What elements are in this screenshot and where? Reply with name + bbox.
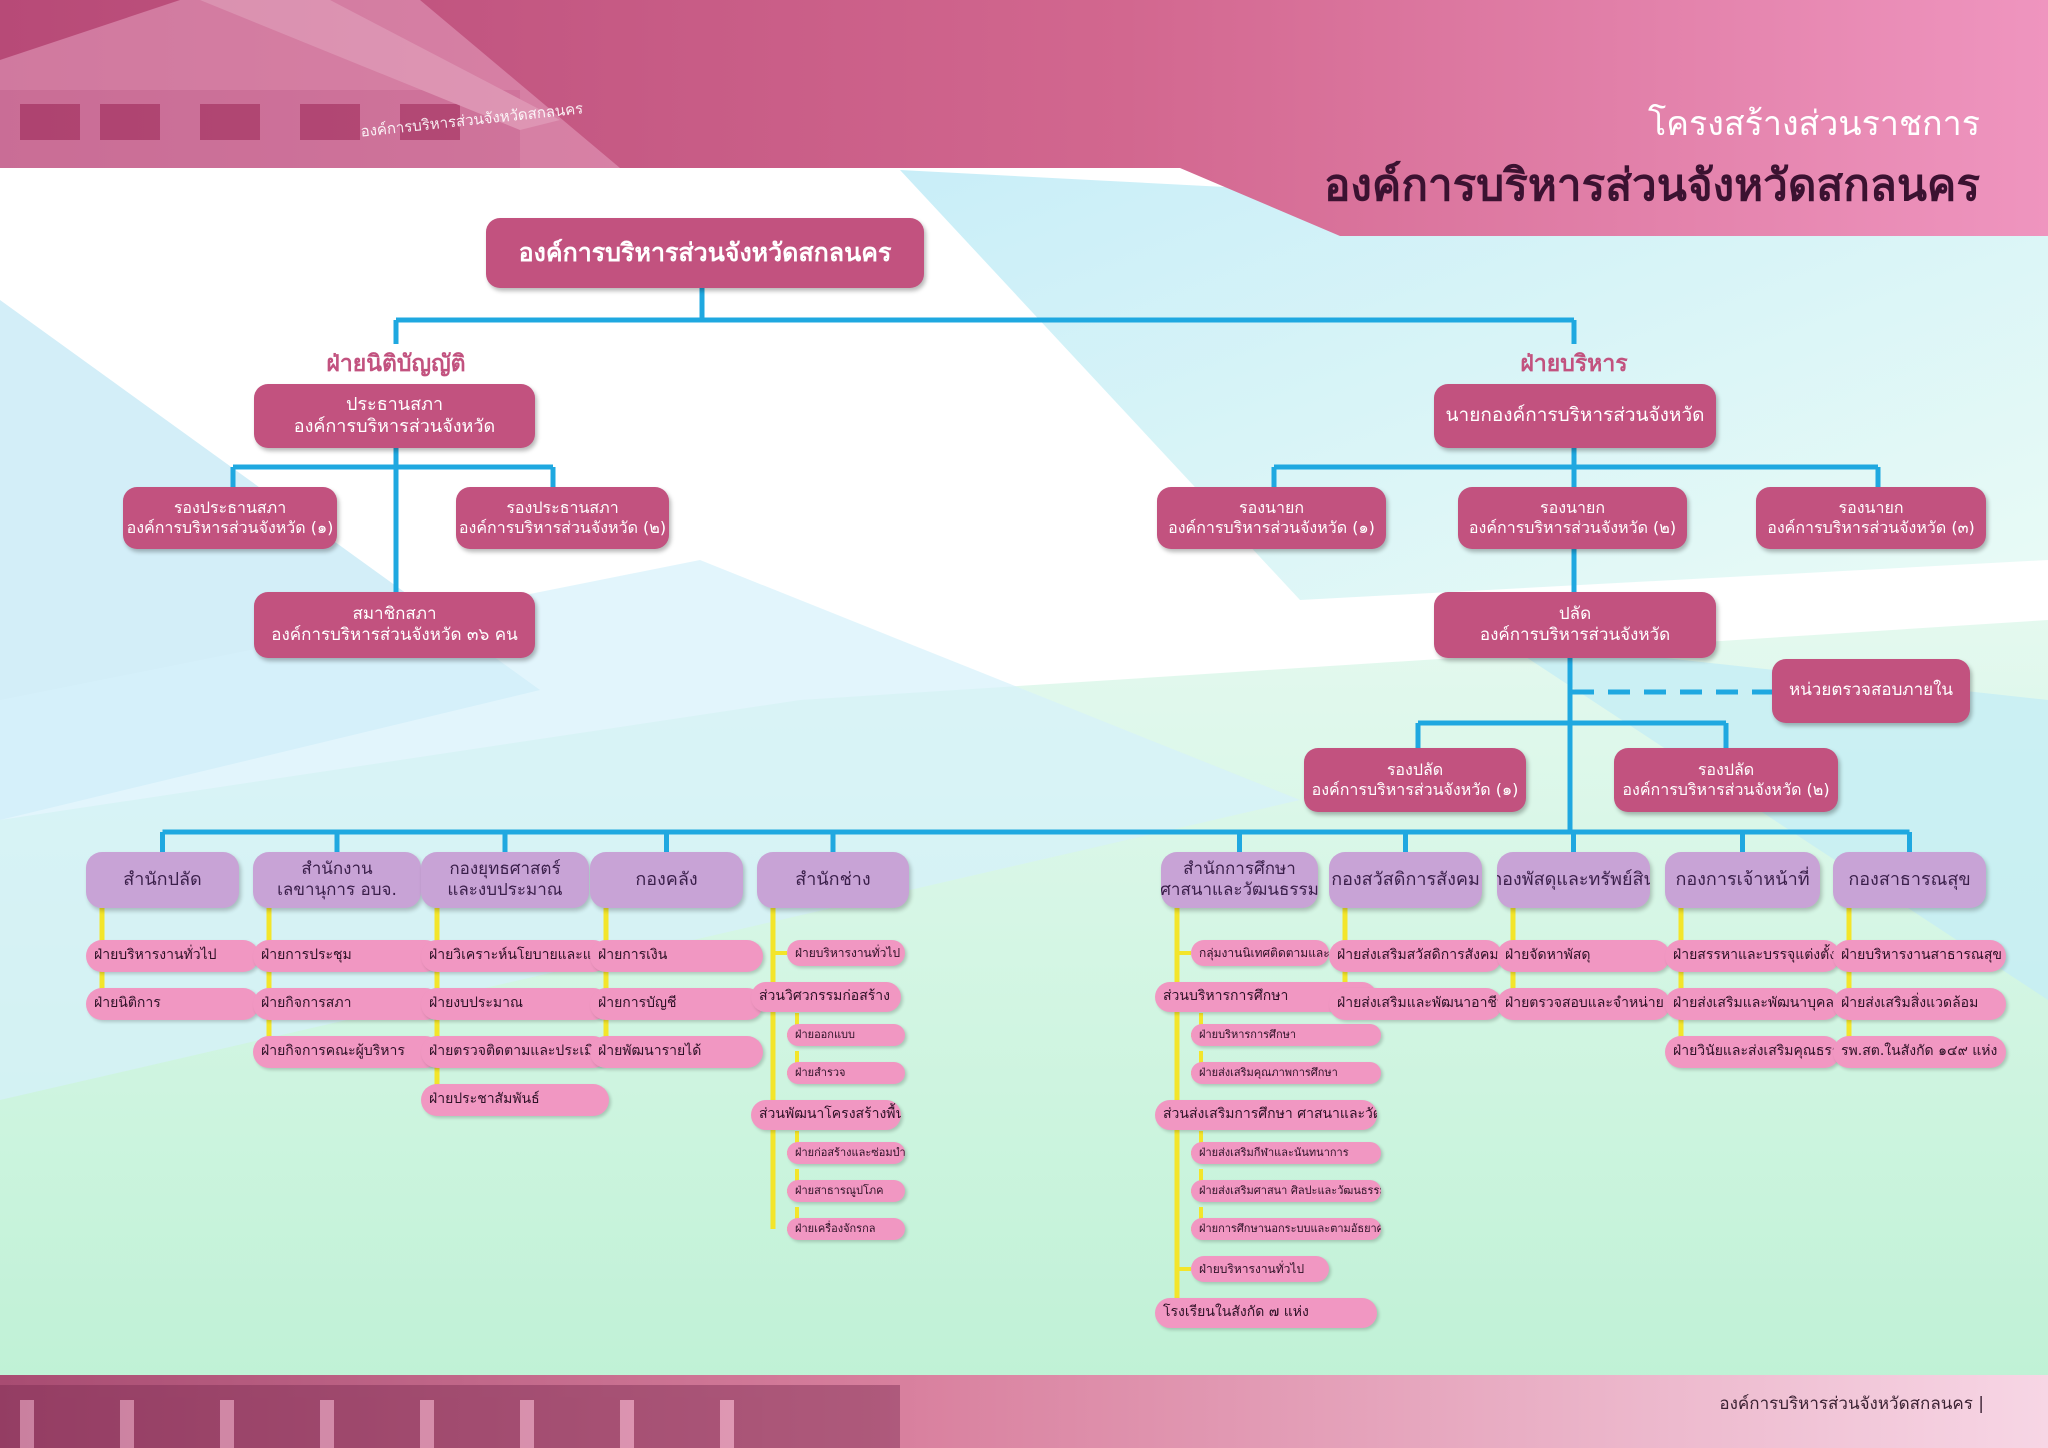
legislative-label: ฝ่ายนิติบัญญัติ xyxy=(326,351,466,377)
dept-3: กองคลัง xyxy=(590,852,743,908)
council-vice-1: รองประธานสภาองค์การบริหารส่วนจังหวัด (๑) xyxy=(123,487,337,549)
dept-5-sub-7: ฝ่ายการศึกษานอกระบบและตามอัธยาศัย xyxy=(1191,1218,1381,1240)
dept-5: สำนักการศึกษาศาสนาและวัฒนธรรม xyxy=(1161,852,1318,908)
root-node: องค์การบริหารส่วนจังหวัดสกลนคร xyxy=(486,218,924,288)
dept-3-sub-1: ฝ่ายการบัญชี xyxy=(590,988,763,1020)
dept-2-sub-1: ฝ่ายงบประมาณ xyxy=(421,988,609,1020)
dept-6-sub-0: ฝ่ายส่งเสริมสวัสดิการสังคม xyxy=(1329,940,1502,972)
deputy-mayor-2: รองนายกองค์การบริหารส่วนจังหวัด (๒) xyxy=(1458,487,1687,549)
dept-4: สำนักช่าง xyxy=(757,852,909,908)
dept-0-sub-0: ฝ่ายบริหารงานทั่วไป xyxy=(86,940,259,972)
council-members: สมาชิกสภาองค์การบริหารส่วนจังหวัด ๓๖ คน xyxy=(254,592,535,658)
dept-3-sub-0: ฝ่ายการเงิน xyxy=(590,940,763,972)
org-connectors xyxy=(99,286,1912,1313)
council-chair: ประธานสภาองค์การบริหารส่วนจังหวัด xyxy=(254,384,535,448)
dept-4-sub-0: ฝ่ายบริหารงานทั่วไป xyxy=(787,940,905,966)
dept-2-sub-3: ฝ่ายประชาสัมพันธ์ xyxy=(421,1084,609,1116)
deputy-clerk-1: รองปลัดองค์การบริหารส่วนจังหวัด (๑) xyxy=(1304,748,1526,812)
dept-4-sub-6: ฝ่ายสาธารณูปโภค xyxy=(787,1180,905,1202)
mayor-node: นายกองค์การบริหารส่วนจังหวัด xyxy=(1434,384,1716,448)
dept-5-sub-5: ฝ่ายส่งเสริมกีฬาและนันทนาการ xyxy=(1191,1142,1381,1164)
dept-0: สำนักปลัด xyxy=(86,852,239,908)
dept-9: กองสาธารณสุข xyxy=(1833,852,1986,908)
footer-text: องค์การบริหารส่วนจังหวัดสกลนคร | xyxy=(1719,1394,1984,1414)
dept-5-sub-2: ฝ่ายบริหารการศึกษา xyxy=(1191,1024,1381,1046)
internal-audit: หน่วยตรวจสอบภายใน xyxy=(1772,659,1970,723)
dept-2: กองยุทธศาสตร์และงบประมาณ xyxy=(421,852,589,908)
page-title: องค์การบริหารส่วนจังหวัดสกลนคร xyxy=(1323,160,1980,211)
dept-8-sub-0: ฝ่ายสรรหาและบรรจุแต่งตั้ง xyxy=(1665,940,1840,972)
dept-1-sub-0: ฝ่ายการประชุม xyxy=(253,940,441,972)
dept-8-sub-1: ฝ่ายส่งเสริมและพัฒนาบุคลากร xyxy=(1665,988,1840,1020)
dept-4-sub-4: ส่วนพัฒนาโครงสร้างพื้นฐาน xyxy=(751,1100,901,1130)
dept-7-sub-0: ฝ่ายจัดหาพัสดุ xyxy=(1497,940,1670,972)
dept-0-sub-1: ฝ่ายนิติการ xyxy=(86,988,259,1020)
dept-4-sub-2: ฝ่ายออกแบบ xyxy=(787,1024,905,1046)
deputy-mayor-1: รองนายกองค์การบริหารส่วนจังหวัด (๑) xyxy=(1157,487,1386,549)
page-subtitle: โครงสร้างส่วนราชการ xyxy=(1647,104,1980,144)
dept-5-sub-3: ฝ่ายส่งเสริมคุณภาพการศึกษา xyxy=(1191,1062,1381,1084)
dept-5-sub-0: กลุ่มงานนิเทศติดตามและประเมินผล xyxy=(1191,940,1329,966)
deputy-mayor-3: รองนายกองค์การบริหารส่วนจังหวัด (๓) xyxy=(1756,487,1986,549)
dept-7-sub-1: ฝ่ายตรวจสอบและจำหน่าย xyxy=(1497,988,1670,1020)
dept-1-sub-1: ฝ่ายกิจการสภา xyxy=(253,988,441,1020)
dept-4-sub-3: ฝ่ายสำรวจ xyxy=(787,1062,905,1084)
dept-4-sub-1: ส่วนวิศวกรรมก่อสร้าง xyxy=(751,982,901,1012)
dept-5-sub-6: ฝ่ายส่งเสริมศาสนา ศิลปะและวัฒนธรรม xyxy=(1191,1180,1381,1202)
dept-9-sub-0: ฝ่ายบริหารงานสาธารณสุข xyxy=(1833,940,2006,972)
dept-1-sub-2: ฝ่ายกิจการคณะผู้บริหาร xyxy=(253,1036,441,1068)
executive-label: ฝ่ายบริหาร xyxy=(1520,351,1628,377)
dept-7: กองพัสดุและทรัพย์สิน xyxy=(1497,852,1650,908)
dept-5-sub-9: โรงเรียนในสังกัด ๗ แห่ง xyxy=(1155,1298,1377,1328)
dept-9-sub-1: ฝ่ายส่งเสริมสิ่งแวดล้อม xyxy=(1833,988,2006,1020)
dept-6: กองสวัสดิการสังคม xyxy=(1329,852,1482,908)
dept-2-sub-0: ฝ่ายวิเคราะห์นโยบายและแผน xyxy=(421,940,609,972)
dept-4-sub-7: ฝ่ายเครื่องจักรกล xyxy=(787,1218,905,1240)
dept-5-sub-4: ส่วนส่งเสริมการศึกษา ศาสนาและวัฒนธรรม xyxy=(1155,1100,1377,1130)
dept-9-sub-2: รพ.สต.ในสังกัด ๑๔๙ แห่ง xyxy=(1833,1036,2006,1068)
dept-5-sub-8: ฝ่ายบริหารงานทั่วไป xyxy=(1191,1256,1329,1282)
dept-1: สำนักงานเลขานุการ อบจ. xyxy=(253,852,421,908)
dept-8: กองการเจ้าหน้าที่ xyxy=(1665,852,1820,908)
council-vice-2: รองประธานสภาองค์การบริหารส่วนจังหวัด (๒) xyxy=(456,487,669,549)
dept-2-sub-2: ฝ่ายตรวจติดตามและประเมินผล xyxy=(421,1036,609,1068)
dept-3-sub-2: ฝ่ายพัฒนารายได้ xyxy=(590,1036,763,1068)
dept-6-sub-1: ฝ่ายส่งเสริมและพัฒนาอาชีพ xyxy=(1329,988,1502,1020)
dept-4-sub-5: ฝ่ายก่อสร้างและซ่อมบำรุง xyxy=(787,1142,905,1164)
deputy-clerk-2: รองปลัดองค์การบริหารส่วนจังหวัด (๒) xyxy=(1614,748,1838,812)
dept-8-sub-2: ฝ่ายวินัยและส่งเสริมคุณธรรม xyxy=(1665,1036,1840,1068)
clerk-node: ปลัดองค์การบริหารส่วนจังหวัด xyxy=(1434,592,1716,658)
